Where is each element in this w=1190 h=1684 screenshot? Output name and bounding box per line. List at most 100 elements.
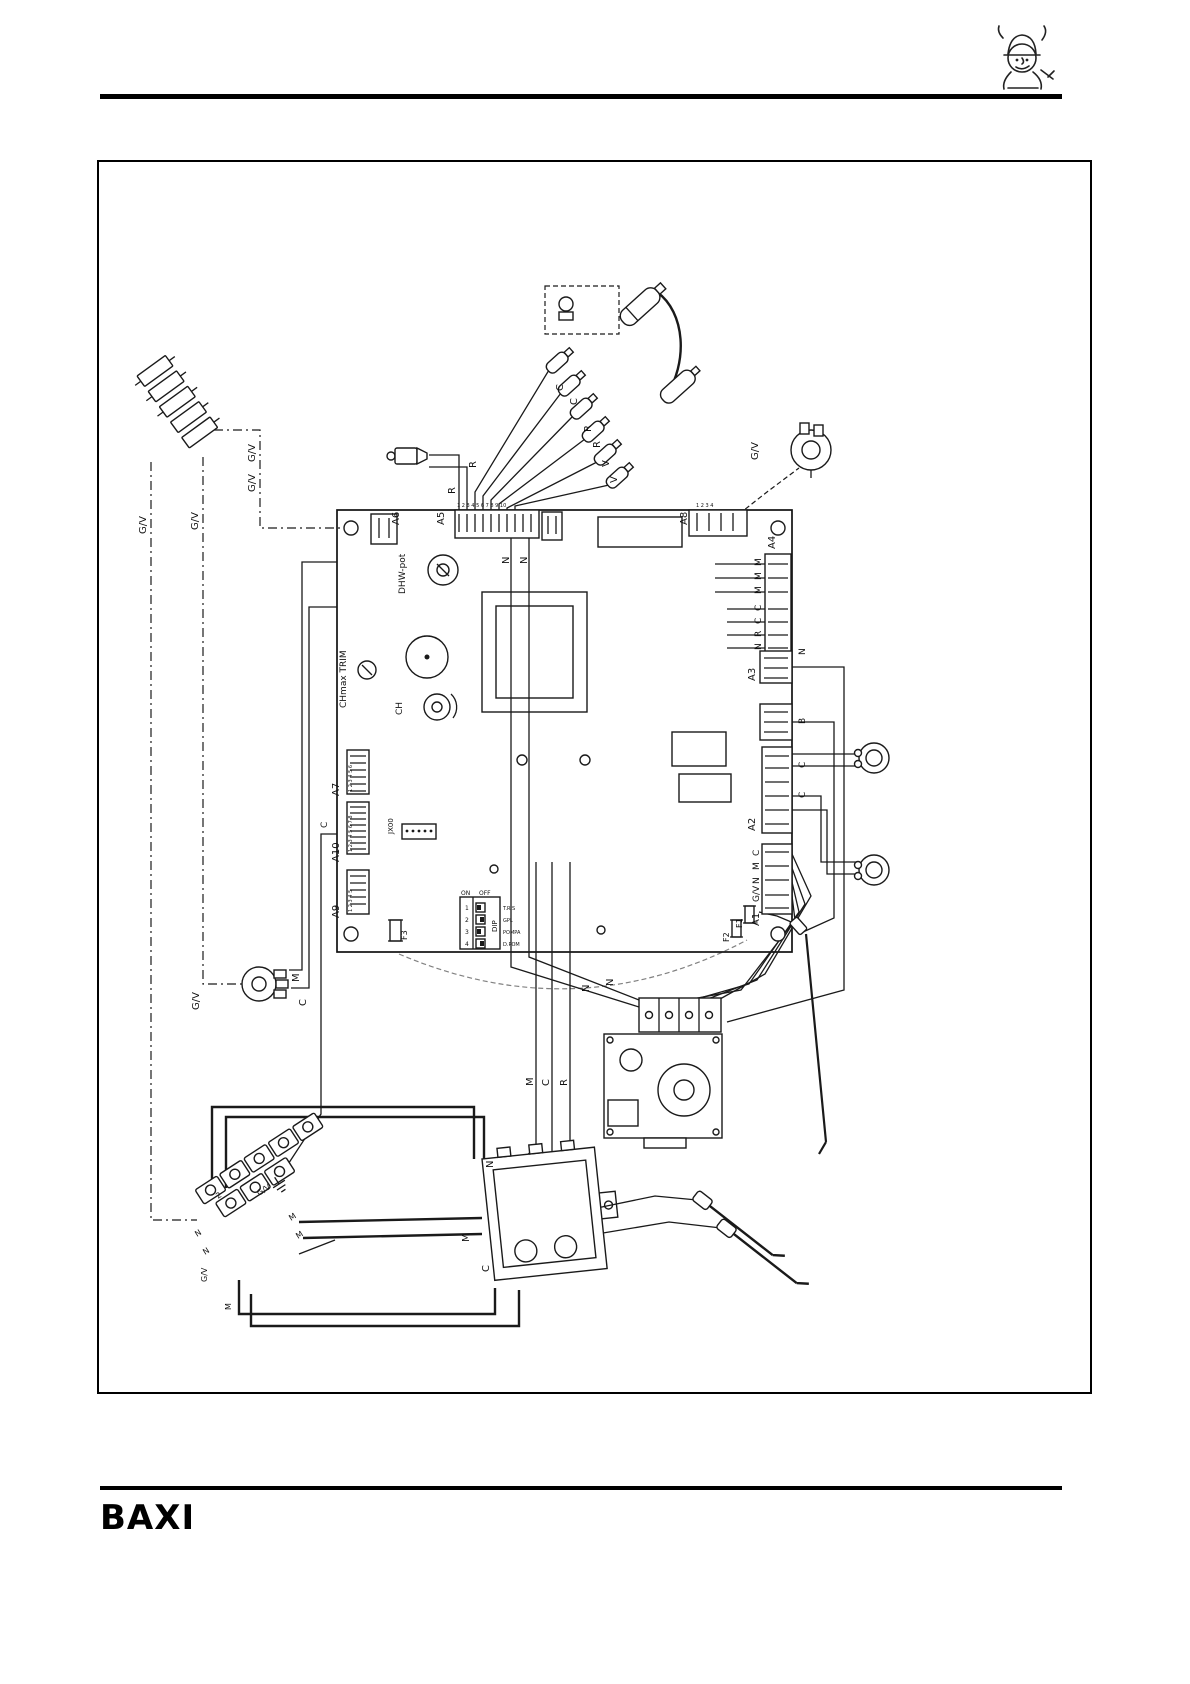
wire-label: R [468,461,479,468]
dhw-pot-label: DHW-pot [398,553,408,594]
pcb-mounting-holes [343,520,786,942]
fuse-f1 [743,905,756,924]
fuse-f3-label: F3 [400,930,409,940]
a10-pin-numbers: 1 2 3 4 5 6 7 8 [348,815,354,852]
wire-label: N [201,1246,211,1257]
dip-on-label: ON [461,890,470,897]
connector-b [759,703,793,741]
fuse-f2 [730,919,743,938]
bottom-rule [100,1486,1062,1490]
wire-label: G/V [247,444,258,462]
wire-label: R [754,631,764,637]
connector-a3 [759,650,793,684]
wire-label: R [559,1079,570,1086]
relay-box-mid-2 [678,773,732,803]
baxi-logo: BAXI [100,1498,196,1538]
connector-label-a5: A5 [436,512,447,525]
earth-lug-strip [134,355,220,449]
connector-a6 [370,513,398,545]
dip-off-label: OFF [479,890,491,897]
dip-function-label: GPL [503,918,513,924]
spark-electrode [789,916,828,1155]
wire-label: N [605,979,616,986]
connector-a4 [764,553,792,653]
connector-label-a3: A3 [747,668,758,681]
chmax-trim-potentiometer [357,660,377,680]
earth-symbol [272,1176,286,1193]
wire-label: M [224,1303,233,1310]
wire-label: R [592,441,603,448]
wire-label: N [519,557,530,564]
pump-connector [241,966,289,1002]
relay-box-top [597,516,683,548]
wire-label: N [752,877,762,884]
wire-label: N [581,985,592,992]
wire-label: G/V [190,512,201,530]
wire-label: M [754,586,764,594]
dip-label: DIP [491,920,499,932]
buzzer [405,635,449,679]
fuse-f2-label: F2 [722,932,731,942]
top-rule [100,94,1062,99]
wire-label: N [754,643,764,650]
dip-function-label: D.POM [503,942,520,948]
wire-label: N [798,648,808,655]
ch-potentiometer [423,693,458,721]
wire-label: C [798,792,808,798]
ignition-electrode-1 [692,1190,785,1257]
wire-label: B [798,718,808,724]
ntc-sensor [386,446,428,466]
dhw-potentiometer [427,554,459,586]
transformer [481,591,588,713]
wire-label: M [287,1211,298,1222]
overheat-thermostat-1 [853,742,890,774]
wire-label: C [298,999,309,1006]
dip-number: 4 [465,941,469,948]
chmax-trim-label: CHmax TRIM [339,650,349,708]
wire-label: G/V [752,885,762,902]
fuse-f3 [388,919,403,942]
flue-device [790,422,832,478]
overheat-thermostat-2 [853,854,890,886]
wire-label: C [320,822,330,828]
jx00-label: JX00 [387,818,395,835]
relay-box-mid-1 [671,731,727,767]
wire-label: M [525,1077,536,1086]
wire-label: N [193,1228,203,1239]
connector-label-a2: A2 [747,818,758,831]
a7-pin-numbers: 1 2 3 4 5 6 [348,765,354,792]
connector-label-a10: A10 [331,842,342,862]
connector-label-a1: A1 [751,913,762,926]
ch-pot-label: CH [395,702,405,715]
wire-label: N [501,557,512,564]
connector-a9 [346,869,370,915]
connector-aux [541,511,563,541]
wire-label: C [541,1079,552,1086]
wire-label: C [754,618,764,624]
connector-label-a4: A4 [767,536,778,549]
wire-label: C [752,850,762,856]
wire-label: G/V [247,474,258,492]
connector-a2 [761,746,793,834]
connector-a8 [688,509,748,537]
wire-label: M [754,572,764,580]
a9-pin-numbers: 1 2 3 4 5 [348,890,354,912]
connector-label-a7: A7 [331,783,342,796]
wire-label: G/V [191,992,202,1010]
dip-number: 1 [465,905,469,912]
pcb-board [336,509,793,953]
connector-a1 [761,843,793,915]
wire-label: C [481,1265,492,1272]
harness-cylinder-small [659,365,701,404]
dip-number: 3 [465,929,469,936]
wire-label: M [754,558,764,566]
harness-bullet-connectors [544,281,701,489]
connector-a7 [346,749,370,795]
connector-label-a9: A9 [331,905,342,918]
a5-pin-numbers: 1 2 3 4 5 6 7 8 9 10 [457,503,506,509]
wire-label: C [555,384,566,391]
wire-label: M [291,973,302,982]
wire-label: R [447,487,458,494]
